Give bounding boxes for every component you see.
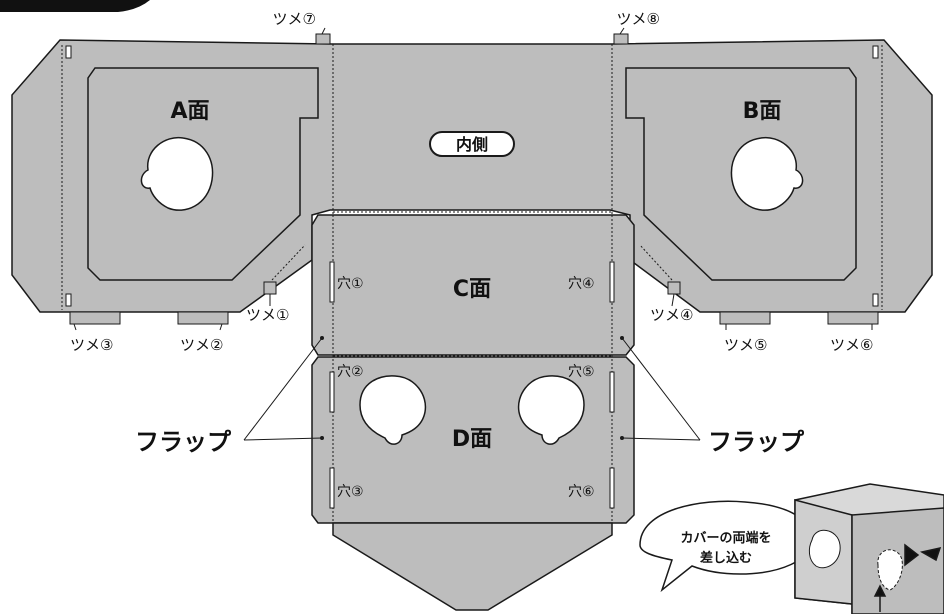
tab-4-shape <box>667 281 681 295</box>
tab-5-label: ツメ⑤ <box>724 336 767 354</box>
hole-3-label: 穴③ <box>337 484 364 500</box>
bottom-triangle <box>332 522 613 611</box>
tab-2-label: ツメ② <box>180 336 223 354</box>
inside-label: 内側 <box>456 135 488 154</box>
tab-6-shape <box>827 311 879 325</box>
c-face-label: C面 <box>453 277 491 302</box>
b-face-hole <box>730 136 804 211</box>
tab-1-shape <box>263 281 277 295</box>
hole-4-label: 穴④ <box>568 276 595 292</box>
tab-3-label: ツメ③ <box>70 336 113 354</box>
d-face-hole-left <box>359 375 427 445</box>
box-illustration <box>794 483 944 614</box>
tab-7-shape <box>315 33 331 45</box>
hole-slots <box>329 261 615 509</box>
a-face-hole <box>140 136 214 211</box>
d-face-hole-right <box>517 375 585 445</box>
c-panel <box>311 214 635 356</box>
corner-tab <box>0 0 150 12</box>
tab-7-label: ツメ⑦ <box>273 10 316 28</box>
inside-badge <box>429 131 515 157</box>
hole-1-label: 穴① <box>337 276 364 292</box>
flap-right-label: フラップ <box>708 428 805 456</box>
hole-2-label: 穴② <box>337 364 364 380</box>
d-face-label: D面 <box>452 427 492 452</box>
tab-3-shape <box>69 311 121 325</box>
hole-5-label: 穴⑤ <box>568 364 595 380</box>
b-face-label: B面 <box>743 99 782 124</box>
a-face-label: A面 <box>170 99 209 124</box>
hole-6-label: 穴⑥ <box>568 484 595 500</box>
tab-2-shape <box>177 311 229 325</box>
flap-left-label: フラップ <box>135 428 232 456</box>
a-face-outline <box>87 67 319 281</box>
callout-line-2: 差し込む <box>700 550 752 566</box>
tab-8-shape <box>613 33 629 45</box>
slots <box>65 45 879 307</box>
tab-4-label: ツメ④ <box>650 306 693 324</box>
tab-8-label: ツメ⑧ <box>617 10 660 28</box>
tab-6-label: ツメ⑥ <box>830 336 873 354</box>
upper-panel <box>11 39 933 313</box>
tab-1-label: ツメ① <box>246 306 289 324</box>
callout-line-1: カバーの両端を <box>680 530 771 546</box>
b-face-outline <box>625 67 857 281</box>
tab-5-shape <box>719 311 771 325</box>
leader-lines <box>73 27 873 441</box>
